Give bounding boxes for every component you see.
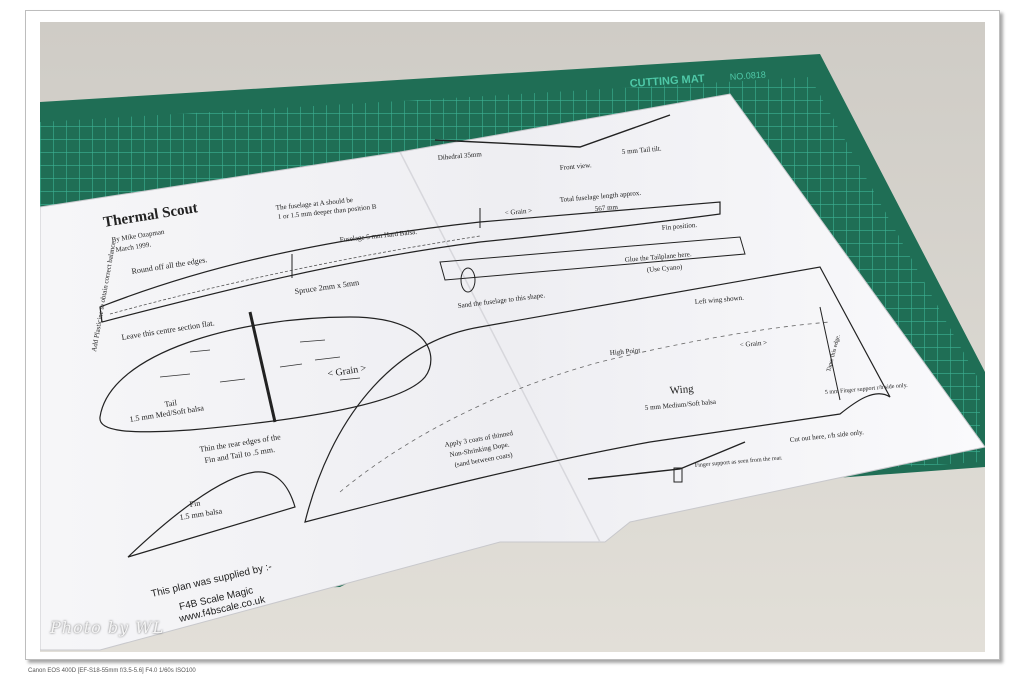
front-view-sketch [434,114,671,148]
note-grain-fuselage: < Grain > [504,207,532,217]
note-grain-wing: < Grain > [739,339,767,349]
paper-fold [399,151,601,543]
exif-caption: Canon EOS 400D [EF-S18-55mm f/3.5-5.6] F… [28,668,196,674]
plan-paper: Thermal Scout By Mike Ozapman March 1999… [40,93,985,651]
mat-code: NO.0818 [729,70,766,82]
tail-outline [99,316,432,433]
note-high-point: High Point [609,346,640,357]
photograph: CUTTING MAT NO.0818 [40,22,985,652]
note-front-view: Front view. [559,161,592,172]
fin-outline [127,471,296,558]
note-fin: Fin [189,498,201,509]
note-tail-tilt: 5 mm Tail tilt. [621,145,662,156]
rear-view-sketch [587,441,746,480]
note-cyano: (Use Cyano) [646,263,683,274]
note-wing: Wing [669,383,694,397]
note-fin-position: Fin position. [661,221,697,232]
note-tail: Tail [164,398,178,409]
mat-label: CUTTING MAT [629,73,705,90]
wing-outline [304,266,891,523]
photo-watermark: Photo by WL [50,618,165,637]
note-dihedral: Dihedral 35mm [437,150,482,162]
note-length-value: 567 mm [594,203,618,213]
photo-scene: CUTTING MAT NO.0818 [40,22,985,652]
fuselage-outline [99,201,721,323]
